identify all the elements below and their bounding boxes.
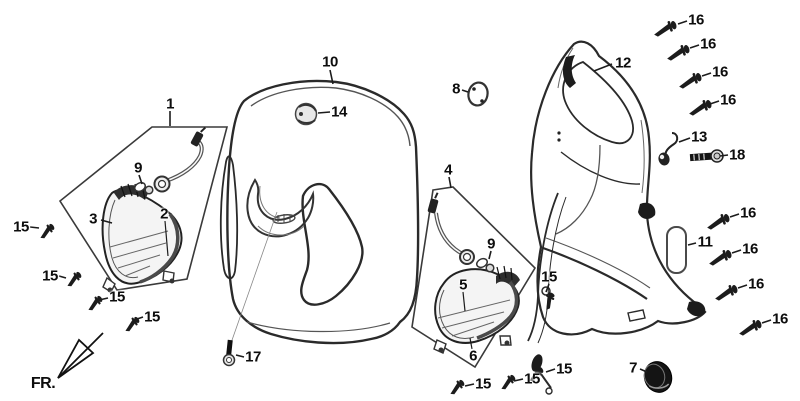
callout-16-1: 16 (688, 11, 704, 29)
callout-4: 4 (444, 161, 452, 179)
callout-15-4: 15 (144, 308, 160, 326)
callout-2: 2 (160, 205, 168, 223)
right-bulb-art (475, 257, 495, 273)
callout-16-7: 16 (748, 275, 764, 293)
leader-lines (29, 20, 772, 387)
callout-16-3: 16 (712, 63, 728, 81)
callout-15-3: 15 (109, 288, 125, 306)
fr-direction-arrow (57, 332, 104, 379)
left-harness-art (133, 126, 207, 195)
callout-15-6: 15 (524, 370, 540, 388)
callout-3: 3 (89, 210, 97, 228)
inner-cover-art (527, 40, 707, 395)
callout-1: 1 (166, 95, 174, 113)
callout-6: 6 (469, 347, 477, 365)
callout-10: 10 (322, 53, 338, 71)
callout-16-4: 16 (720, 91, 736, 109)
bolt-17-art (222, 339, 236, 367)
callout-11: 11 (697, 233, 713, 251)
callout-7: 7 (629, 359, 637, 377)
callout-9-left: 9 (134, 159, 142, 177)
callout-9-right: 9 (487, 235, 495, 253)
callout-5: 5 (459, 276, 467, 294)
callout-15-8: 15 (541, 268, 557, 286)
callout-16-6: 16 (742, 240, 758, 258)
callout-15-5: 15 (475, 375, 491, 393)
callout-18: 18 (729, 146, 745, 164)
callout-8: 8 (452, 80, 460, 98)
pad-11-art (666, 226, 687, 274)
callout-15-7: 15 (556, 360, 572, 378)
left-bulb-art (133, 181, 154, 195)
right-turn-signal-art (433, 265, 520, 354)
grommet-7-art (643, 361, 673, 393)
emblem-art (294, 102, 318, 126)
callout-16-5: 16 (740, 204, 756, 222)
bolt-18-art (689, 149, 724, 163)
callout-13: 13 (691, 128, 707, 146)
callout-12: 12 (615, 54, 631, 72)
callout-14: 14 (331, 103, 347, 121)
front-cover-art (219, 79, 420, 345)
group-box-left-assembly (58, 126, 229, 291)
callout-16-8: 16 (772, 310, 788, 328)
callout-15-1: 15 (13, 218, 29, 236)
callout-16-2: 16 (700, 35, 716, 53)
hook-13-art (658, 132, 679, 166)
right-harness-art (427, 192, 495, 273)
pad-8-art (467, 81, 489, 107)
callout-15-2: 15 (42, 267, 58, 285)
left-turn-signal-art (101, 183, 183, 294)
callout-17: 17 (245, 348, 261, 366)
fr-indicator-label: FR. (30, 375, 56, 392)
